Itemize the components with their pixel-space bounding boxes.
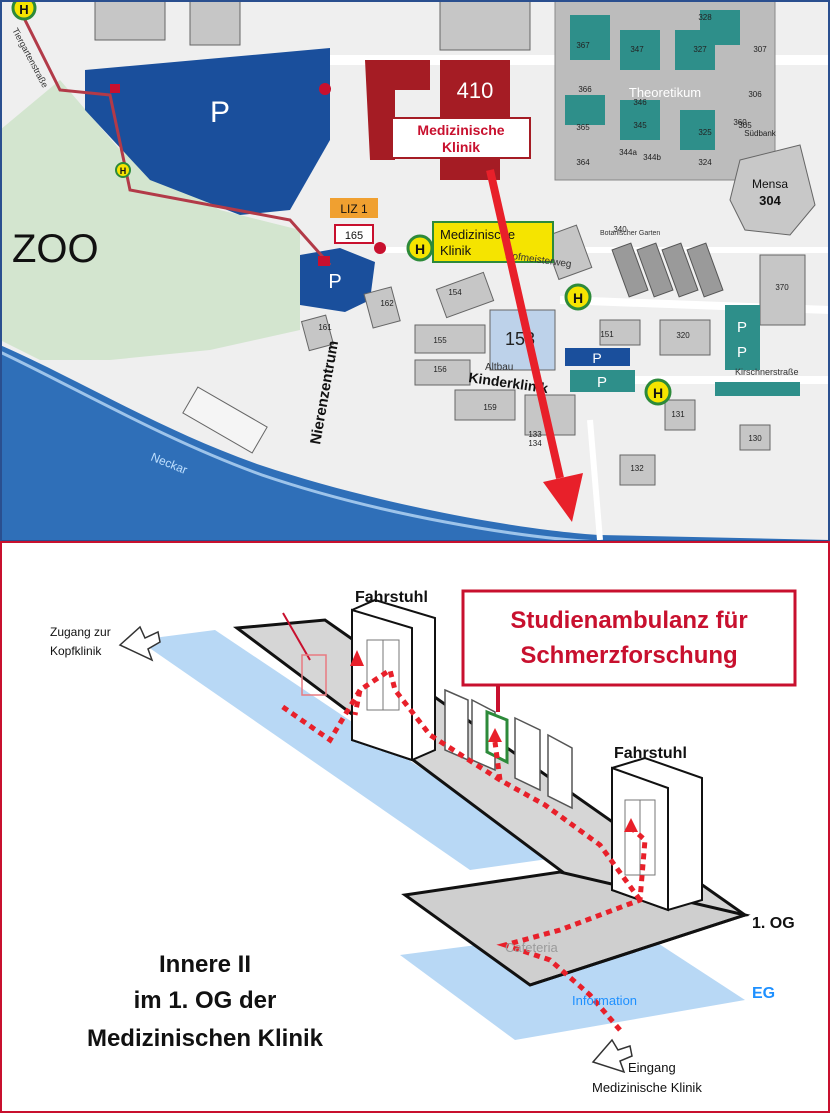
- callout-line-2: Schmerzforschung: [520, 642, 737, 669]
- mensa-building[interactable]: Mensa 304: [729, 144, 816, 236]
- river-neckar: [0, 345, 830, 542]
- caption-line-3: Medizinischen Klinik: [87, 1025, 324, 1052]
- building-number-label: 307: [753, 45, 767, 54]
- building-number-label: 130: [748, 434, 762, 443]
- botanical-greenhouses: [611, 242, 724, 298]
- building-number-label: 327: [693, 45, 707, 54]
- building-number-label: 131: [671, 410, 685, 419]
- route-arrow: [486, 169, 583, 522]
- eg-floor-left: [138, 630, 555, 870]
- eingang-label-line-2: Medizinische Klinik: [592, 1080, 702, 1095]
- building-number-label: 344b: [643, 153, 661, 162]
- elevator-right[interactable]: [611, 756, 703, 912]
- fahrstuhl-right-label: Fahrstuhl: [614, 745, 687, 762]
- building-number-label: 328: [698, 13, 712, 22]
- building-number-label: 133: [528, 430, 542, 439]
- altbau-label: Altbau: [485, 362, 513, 373]
- floor-og-label: 1. OG: [752, 915, 795, 932]
- building-number-label: 340: [613, 225, 627, 234]
- grey-buildings: [94, 0, 806, 486]
- route-path: [278, 665, 648, 1032]
- svg-text:P: P: [737, 344, 747, 361]
- building-number-label: 370: [775, 283, 789, 292]
- cafeteria-label: Cafeteria: [505, 940, 559, 955]
- liz-marker: LIZ 1 165: [330, 198, 378, 244]
- zugang-label-line-2: Kopfklinik: [50, 644, 102, 658]
- parking-label-large: P: [210, 96, 230, 129]
- svg-text:H: H: [415, 241, 425, 257]
- building-number-label: 325: [698, 128, 712, 137]
- zugang-arrow-icon: [118, 625, 161, 662]
- svg-text:165: 165: [345, 230, 363, 242]
- svg-text:H: H: [120, 166, 127, 176]
- building-number-label: 345: [633, 121, 647, 130]
- eingang-arrow-icon: [591, 1038, 633, 1074]
- parking-label-small: P: [328, 271, 341, 293]
- building-number-label: 161: [318, 323, 332, 332]
- svg-text:H: H: [573, 290, 583, 306]
- eingang-label-line-1: Eingang: [628, 1060, 676, 1075]
- building-number-label: 155: [433, 336, 447, 345]
- parking-area-large: [85, 48, 330, 215]
- building-number-label: 367: [576, 41, 590, 50]
- svg-text:H: H: [653, 385, 663, 401]
- building-number-label: 134: [528, 439, 542, 448]
- svg-text:LIZ 1: LIZ 1: [340, 202, 368, 216]
- building-number-label: 154: [448, 288, 462, 297]
- bus-stop-icons: H H H H: [11, 0, 672, 406]
- building-number-label: 151: [600, 330, 614, 339]
- building-number-label: 360: [733, 118, 747, 127]
- botanischer-garten-label: Botanischer Garten: [600, 230, 660, 237]
- svg-text:P: P: [737, 319, 747, 336]
- building-number-label: 305: [738, 121, 752, 130]
- building-number-label: 344a: [619, 148, 637, 157]
- theoretikum-complex: Theoretikum: [554, 0, 776, 181]
- zugang-label-line-1: Zugang zur: [50, 625, 111, 639]
- building-number-label: 156: [433, 365, 447, 374]
- svg-text:P: P: [597, 374, 607, 391]
- building-number-label: 324: [698, 158, 712, 167]
- building-number-label: 162: [380, 299, 394, 308]
- information-label: Information: [572, 993, 637, 1008]
- theoretikum-label: Theoretikum: [629, 85, 701, 100]
- building-number-label: 366: [578, 85, 592, 94]
- parking-teal-right: P P P P: [565, 305, 800, 396]
- floor-eg-label: EG: [752, 985, 775, 1002]
- mensa-label: Mensa: [752, 177, 788, 191]
- zoo-label: ZOO: [12, 227, 99, 271]
- zoo-area: [0, 80, 300, 360]
- callout-line-1: Studienambulanz für: [510, 607, 747, 634]
- caption-line-2: im 1. OG der: [134, 987, 277, 1014]
- building-number-label: 320: [676, 331, 690, 340]
- floorplan-panel: Studienambulanz für Schmerzforschung Fah…: [0, 541, 830, 1113]
- svg-text:P: P: [592, 350, 601, 366]
- building-410-label: 410: [457, 78, 494, 103]
- building-number-label: 346: [633, 98, 647, 107]
- building-number-label: 364: [576, 158, 590, 167]
- building-number-label: 132: [630, 464, 644, 473]
- svg-text:H: H: [19, 2, 28, 17]
- studienambulanz-callout: Studienambulanz für Schmerzforschung: [461, 589, 797, 687]
- caption-line-1: Innere II: [159, 951, 251, 978]
- building-number-label: 306: [748, 90, 762, 99]
- building-number-label: 159: [483, 403, 497, 412]
- building-number-label: 347: [630, 45, 644, 54]
- fahrstuhl-left-label: Fahrstuhl: [355, 589, 428, 606]
- mensa-number: 304: [759, 193, 781, 208]
- street-label-kirschnerstrasse: Kirschnerstraße: [735, 367, 799, 377]
- building-number-label: Südbank: [744, 129, 777, 138]
- elevator-left[interactable]: [351, 598, 436, 762]
- building-number-label: 365: [576, 123, 590, 132]
